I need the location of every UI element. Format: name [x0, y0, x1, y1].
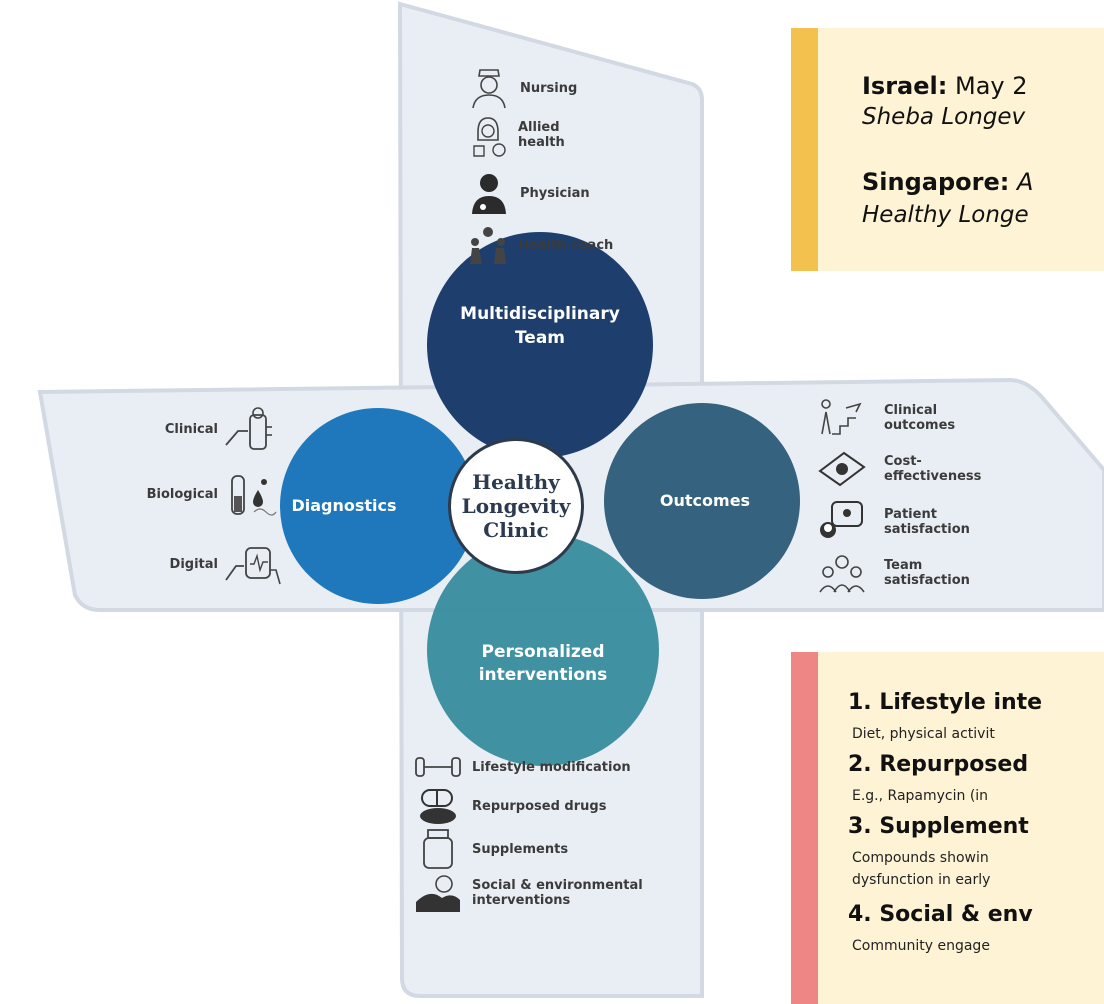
money-icon [818, 451, 866, 487]
interventions-item-label: Social & environmental [472, 878, 643, 893]
outcomes-item-label: satisfaction [884, 573, 970, 588]
diagnostics-item-label: Clinical [164, 421, 218, 437]
team-item-physician: Physician [470, 172, 590, 214]
team-item-health-coach: Health coach [466, 224, 613, 266]
outcomes-item-label-group: Clinical outcomes [884, 403, 955, 433]
smartwatch-icon [225, 547, 281, 585]
item3-desc: Compounds showin [852, 850, 989, 866]
pill-icon [420, 789, 456, 824]
outcomes-item-label: Team [884, 558, 923, 573]
outcomes-item-clinical: Clinical outcomes [816, 398, 955, 438]
singapore-text: A [1017, 168, 1034, 196]
outcomes-item-label: effectiveness [884, 469, 982, 484]
supplement-bottle-icon [423, 829, 453, 869]
team-item-label: Allied [518, 120, 560, 135]
diagnostics-item-digital: Digital [140, 540, 284, 588]
outcomes-item-label: outcomes [884, 418, 956, 433]
item2-desc: E.g., Rapamycin (in [852, 788, 989, 804]
info-panel-bottom: 1. Lifestyle inte Diet, physical activit… [791, 652, 1104, 1004]
israel-subtext: Sheba Longev [862, 104, 1026, 130]
team-circle [427, 232, 653, 458]
team-item-label: Nursing [520, 80, 578, 96]
clinical-hand-icon [225, 407, 272, 450]
outcomes-item-label-group: Team satisfaction [884, 558, 970, 588]
info-panel-top: Israel: May 2 Sheba Longev Singapore: A … [791, 28, 1104, 271]
physician-icon [472, 174, 506, 214]
interventions-item-label-group: Social & environmental interventions [472, 878, 643, 908]
item1-title: 1. Lifestyle inte [848, 690, 1043, 715]
diagnostics-circle [280, 408, 476, 604]
health-coach-icon [470, 227, 506, 264]
interventions-item-label: Lifestyle modification [472, 759, 631, 775]
israel-label: Israel: [862, 72, 948, 100]
patient-chat-icon [820, 501, 863, 538]
diagnostics-item-biological: Biological [140, 470, 280, 518]
singapore-subtext: Healthy Longe [862, 202, 1029, 228]
nurse-icon [472, 69, 506, 109]
panel-accent-bar [791, 652, 818, 1004]
interventions-circle-label: Personalized interventions [478, 642, 608, 685]
interventions-item-label: Repurposed drugs [472, 798, 607, 814]
item3-title: 3. Supplement [848, 814, 1029, 839]
outcomes-item-label-group: Patient satisfaction [884, 507, 970, 537]
item4-title: 4. Social & env [848, 902, 1033, 927]
outcomes-item-label: satisfaction [884, 522, 970, 537]
diagnostics-item-label: Biological [146, 486, 218, 502]
panel-accent-bar [791, 28, 818, 271]
team-item-label: Health coach [518, 237, 614, 253]
outcomes-item-patient: Patient satisfaction [816, 500, 970, 544]
outcomes-item-cost: Cost- effectiveness [816, 449, 981, 489]
team-circle-label: Multidisciplinary Team [460, 304, 620, 348]
israel-line: Israel: May 2 [862, 72, 1028, 100]
item2-title: 2. Repurposed [848, 752, 1029, 777]
interventions-item-social: Social & environmental interventions [412, 872, 643, 914]
team-item-label: Physician [520, 185, 590, 201]
outcomes-item-team: Team satisfaction [816, 552, 970, 594]
interventions-item-supplements: Supplements [412, 828, 568, 870]
test-tube-icon [231, 475, 277, 516]
dumbbell-icon [415, 757, 461, 777]
diagnostics-item-label: Digital [169, 556, 218, 572]
diagnostics-circle-label: Diagnostics [291, 496, 397, 515]
team-item-allied-health: Allied health [468, 112, 565, 158]
interventions-circle [427, 534, 659, 766]
item1-desc: Diet, physical activit [852, 726, 995, 742]
item3-desc: dysfunction in early [852, 872, 991, 888]
team-icon [819, 555, 865, 593]
allied-health-icon [473, 117, 506, 157]
outcomes-circle [604, 403, 800, 599]
outcomes-item-label: Clinical [884, 403, 938, 418]
outcomes-circle-label: Outcomes [659, 491, 751, 510]
nature-icon [416, 875, 460, 912]
interventions-item-label: interventions [472, 893, 571, 908]
team-item-label: health [518, 135, 565, 150]
stairs-icon [821, 399, 862, 435]
center-circle: Healthy Longevity Clinic [448, 438, 584, 574]
outcomes-item-label: Cost- [884, 454, 922, 469]
outcomes-item-label: Patient [884, 507, 937, 522]
interventions-item-lifestyle: Lifestyle modification [412, 752, 631, 782]
interventions-item-label: Supplements [472, 841, 569, 857]
team-item-label-group: Allied health [518, 120, 565, 150]
singapore-label: Singapore: [862, 168, 1010, 196]
interventions-item-drugs: Repurposed drugs [412, 786, 606, 826]
singapore-line: Singapore: A [862, 168, 1033, 196]
item4-desc: Community engage [852, 938, 990, 954]
team-item-nursing: Nursing [470, 66, 577, 110]
diagnostics-item-clinical: Clinical [140, 405, 280, 453]
israel-text: May 2 [955, 72, 1028, 100]
outcomes-item-label-group: Cost- effectiveness [884, 454, 981, 484]
